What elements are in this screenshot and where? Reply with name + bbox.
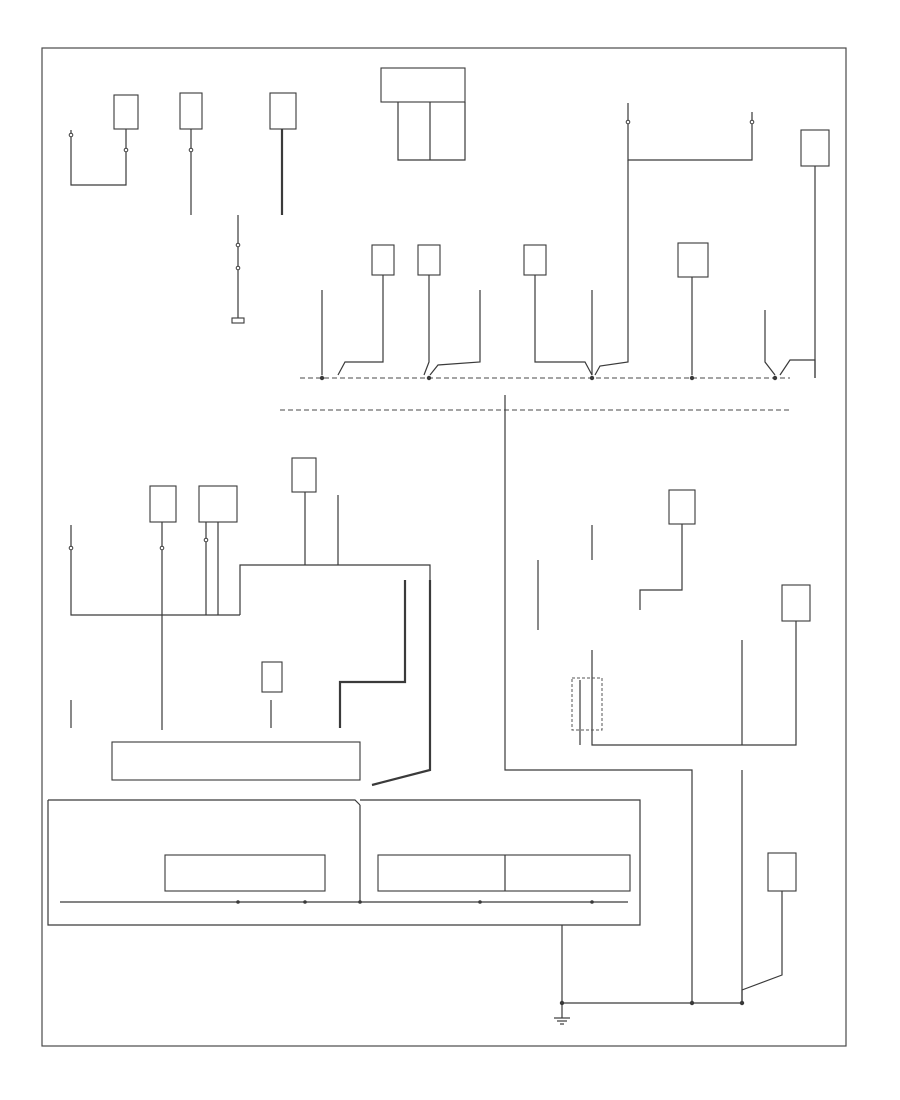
component-box	[668, 489, 696, 525]
connector-pin	[625, 119, 631, 125]
splice-node	[478, 900, 482, 904]
component-box	[198, 485, 238, 523]
bottom-right-group	[741, 770, 797, 1003]
ground-symbol-icon	[554, 1003, 570, 1025]
component-box	[179, 92, 203, 130]
connector-pin	[68, 132, 74, 138]
component-box	[113, 94, 139, 130]
connector-pin	[235, 242, 241, 248]
ground-terminal	[231, 317, 245, 324]
top-right-group	[625, 103, 830, 378]
upper-row-components	[321, 242, 816, 378]
splice-node	[689, 375, 695, 381]
splice-node	[236, 900, 240, 904]
component-box	[380, 67, 466, 103]
connector-pin	[188, 147, 194, 153]
component-box	[781, 584, 811, 622]
middle-right-group	[537, 489, 811, 746]
connector-pin	[203, 537, 209, 543]
component-box	[149, 485, 177, 523]
note-box	[111, 741, 361, 781]
connector-pin	[159, 545, 165, 551]
top-center-module	[380, 67, 466, 161]
connector-pin	[68, 545, 74, 551]
component-box	[677, 242, 709, 278]
module-box	[377, 854, 631, 892]
component-box	[269, 92, 297, 130]
middle-left-group	[68, 457, 432, 787]
splice-node	[590, 900, 594, 904]
component-box	[417, 244, 441, 276]
component-box	[800, 129, 830, 167]
component-box	[523, 244, 547, 276]
connector-pin	[123, 147, 129, 153]
splice-node	[319, 375, 325, 381]
component-box	[767, 852, 797, 892]
module-box	[164, 854, 326, 892]
shield-bracket	[571, 677, 603, 731]
splice-node	[426, 375, 432, 381]
connector-pin	[235, 265, 241, 271]
lower-harness	[47, 799, 745, 1006]
splice-node	[589, 375, 595, 381]
splice-node	[772, 375, 778, 381]
diagram-border	[41, 47, 847, 1047]
ground-splice-node	[689, 1000, 695, 1006]
component-box	[371, 244, 395, 276]
component-box	[261, 661, 283, 693]
splice-node	[303, 900, 307, 904]
component-box	[291, 457, 317, 493]
connector-pin	[749, 119, 755, 125]
top-left-group	[68, 92, 297, 324]
